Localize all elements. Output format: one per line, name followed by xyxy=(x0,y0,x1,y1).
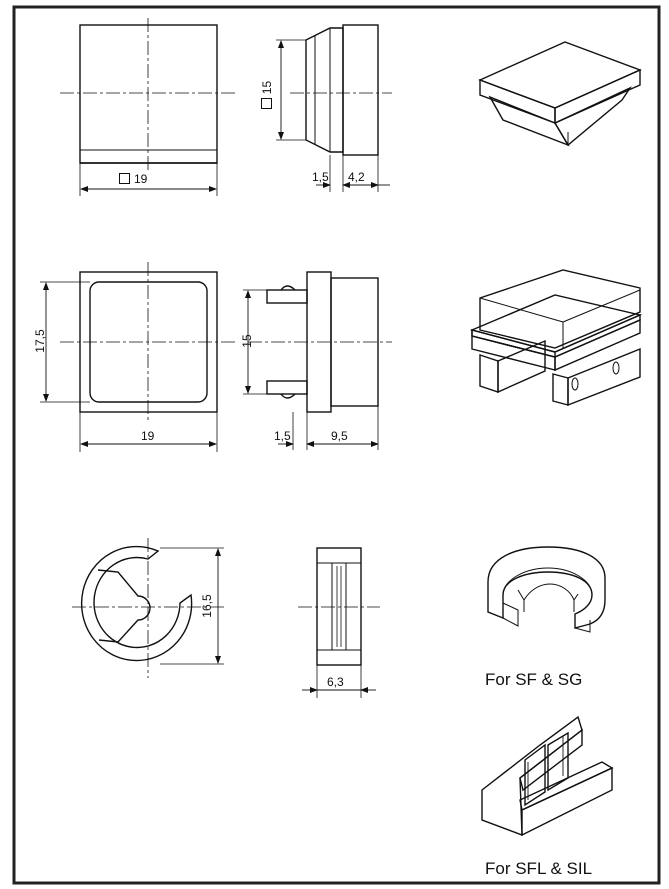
row1-side-depth-label: 4,2 xyxy=(348,170,365,184)
row2-front-height-label: 17,5 xyxy=(33,329,47,353)
row1-front-width-label: 19 xyxy=(119,172,147,186)
row1-side-view xyxy=(276,24,392,192)
row2-side-view xyxy=(243,271,392,450)
row1-side-height-label: 15 xyxy=(260,77,274,113)
square-symbol-icon xyxy=(119,173,130,184)
row3-iso-ring-illustration xyxy=(487,546,606,633)
row3-front-view xyxy=(72,538,225,678)
row3-caption: For SF & SG xyxy=(485,670,583,689)
row2-side-collar-label: 1,5 xyxy=(274,429,291,443)
row2-side-depth-label: 9,5 xyxy=(331,429,348,443)
sheet-border xyxy=(12,5,661,885)
row1-iso-cap-illustration xyxy=(478,41,642,147)
row3-side-depth-label: 6,3 xyxy=(327,675,344,689)
row3-front-height-label: 16,5 xyxy=(200,594,214,618)
row1-side-collar-label: 1,5 xyxy=(312,170,329,184)
row3-side-view xyxy=(298,547,380,698)
row2-front-width-label: 19 xyxy=(141,429,155,443)
row2-iso-cap-with-frame-illustration xyxy=(469,269,643,407)
row1-front-view xyxy=(60,18,238,196)
row2-side-height-label: 15 xyxy=(240,334,254,348)
row4-caption: For SFL & SIL xyxy=(485,859,593,878)
row1-front-width-value: 19 xyxy=(134,172,148,186)
square-symbol-icon xyxy=(261,98,272,110)
row4-iso-insert-illustration xyxy=(481,715,614,837)
row2-front-view xyxy=(40,262,238,452)
row1-side-height-value: 15 xyxy=(260,80,274,95)
